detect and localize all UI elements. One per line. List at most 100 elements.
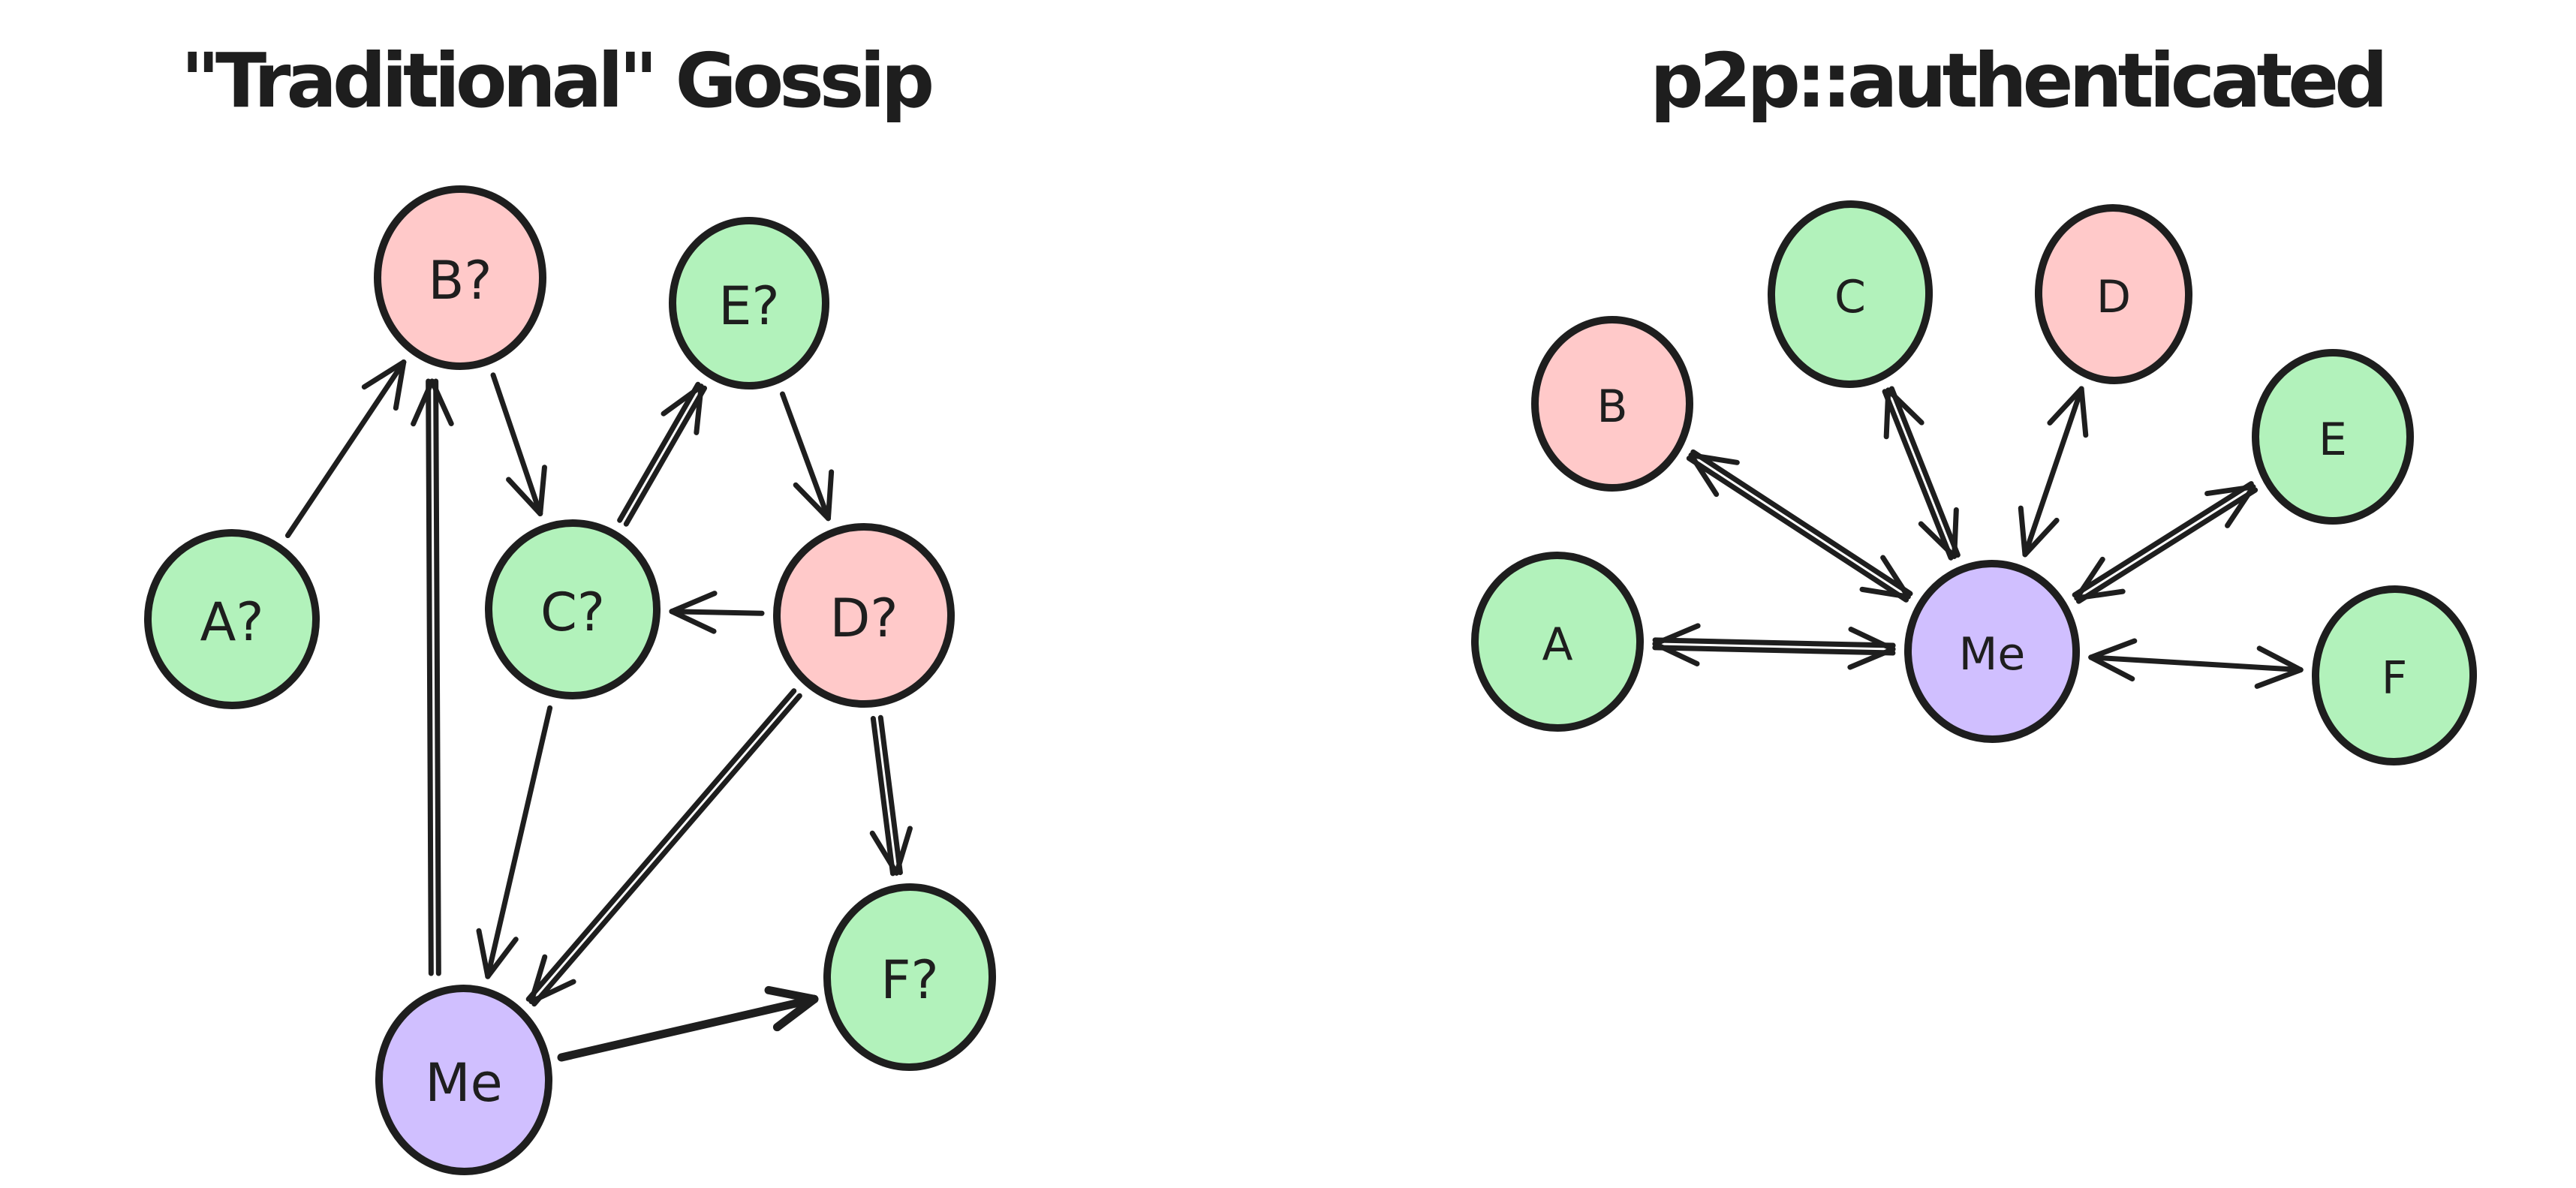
node-label: B	[1596, 380, 1627, 433]
arrowhead	[1652, 641, 1700, 666]
arrowhead	[793, 482, 831, 522]
arrowhead	[2022, 517, 2060, 558]
arrowhead	[476, 928, 491, 979]
node-label: E	[2319, 414, 2347, 466]
arrowhead	[1688, 453, 1740, 465]
nodes-layer: A B C D E F Me	[1470, 200, 2478, 765]
node-traditional-gossip-me: Me	[375, 985, 553, 1175]
node-label: Me	[1959, 628, 2026, 681]
node-traditional-gossip-e: E?	[669, 217, 829, 389]
arrowhead	[661, 383, 704, 417]
arrowhead	[1848, 626, 1896, 652]
node-label: C	[1834, 271, 1866, 323]
arrowhead	[694, 383, 704, 435]
arrow-shaft	[531, 693, 802, 1007]
edge-c-me	[476, 705, 553, 979]
arrow-shaft	[1686, 456, 1909, 603]
arrowhead	[2256, 645, 2304, 673]
node-circle	[772, 523, 955, 708]
node-label: D?	[829, 588, 898, 649]
node-circle	[669, 217, 829, 389]
arrowhead	[2074, 556, 2105, 601]
node-label: E?	[718, 275, 779, 337]
arrowhead	[411, 378, 435, 427]
arrowhead	[537, 465, 547, 516]
arrow-shaft	[490, 372, 543, 516]
title-p2p-authenticated: p2p::authenticated	[1650, 37, 2383, 125]
node-p2p-authenticated-me: Me	[1903, 560, 2081, 743]
arrow-shaft	[433, 378, 441, 976]
arrowhead	[1688, 453, 1720, 498]
edge-a-b	[284, 359, 407, 539]
node-p2p-authenticated-d: D	[2034, 204, 2193, 384]
node-label: F?	[880, 949, 938, 1011]
arrow-shaft	[525, 688, 797, 1002]
arrowhead	[1652, 623, 1701, 647]
arrowhead	[528, 954, 548, 1004]
node-label: A?	[200, 591, 263, 653]
node-label: F	[2382, 652, 2408, 705]
node-label: C?	[540, 582, 605, 643]
edge-d-me	[525, 688, 802, 1007]
arrowhead	[361, 359, 407, 390]
node-traditional-gossip-b: B?	[374, 185, 546, 370]
arrow-shaft	[426, 378, 434, 976]
arrowhead	[2204, 484, 2256, 497]
node-circle	[2034, 204, 2193, 384]
edges-layer	[1652, 386, 2304, 689]
arrow-shaft	[2088, 654, 2304, 673]
edge-e-d	[780, 391, 835, 522]
node-traditional-gossip-f: F?	[823, 883, 997, 1071]
arrowhead	[1880, 555, 1911, 600]
arrow-shaft	[1882, 389, 1954, 561]
node-circle	[1767, 200, 1934, 388]
arrowhead	[1859, 586, 1911, 600]
arrowhead	[2047, 386, 2084, 426]
arrowhead	[506, 477, 543, 516]
node-label: A	[1542, 618, 1572, 671]
node-circle	[143, 529, 320, 709]
title-traditional-gossip: "Traditional" Gossip	[181, 37, 932, 125]
edge-me-b	[411, 378, 454, 976]
arrowhead	[2074, 588, 2126, 601]
arrow-shaft	[557, 994, 819, 1062]
arrow-shaft	[1652, 637, 1896, 648]
arrowhead	[528, 979, 576, 1004]
arrow-shaft	[1888, 386, 1961, 558]
edges-layer	[284, 359, 913, 1062]
node-circle	[1903, 560, 2081, 743]
arrowhead	[772, 994, 819, 1032]
arrowhead	[485, 937, 519, 979]
node-label: Me	[425, 1052, 502, 1114]
arrowhead	[2088, 654, 2135, 681]
edge-d-f	[869, 714, 913, 877]
arrowhead	[1847, 646, 1896, 670]
arrowhead	[669, 591, 718, 615]
node-circle	[375, 985, 553, 1175]
arrowhead	[2078, 386, 2089, 438]
nodes-layer: A? B? C? D? E? F? Me	[143, 185, 997, 1175]
arrowhead	[764, 985, 819, 1003]
arrow-shaft	[623, 385, 708, 527]
arrowhead	[429, 378, 454, 426]
node-circle	[2252, 349, 2414, 525]
arrowhead	[1883, 387, 1891, 440]
arrowhead	[2088, 638, 2138, 660]
arrow-shaft	[284, 359, 407, 539]
node-label: B?	[428, 250, 492, 311]
edge-me-c	[1882, 386, 1961, 561]
arrow-shaft	[2072, 481, 2254, 598]
edge-me-d	[2018, 386, 2089, 558]
edge-me-f	[557, 985, 819, 1062]
node-circle	[374, 185, 546, 370]
arrowhead	[393, 359, 407, 411]
arrow-shaft	[2022, 386, 2084, 558]
arrowhead	[825, 469, 835, 522]
edge-b-c	[490, 372, 547, 516]
node-p2p-authenticated-b: B	[1531, 316, 1693, 492]
arrow-shaft	[780, 391, 831, 522]
edge-me-a	[1652, 623, 1896, 670]
arrow-shaft	[485, 705, 553, 979]
